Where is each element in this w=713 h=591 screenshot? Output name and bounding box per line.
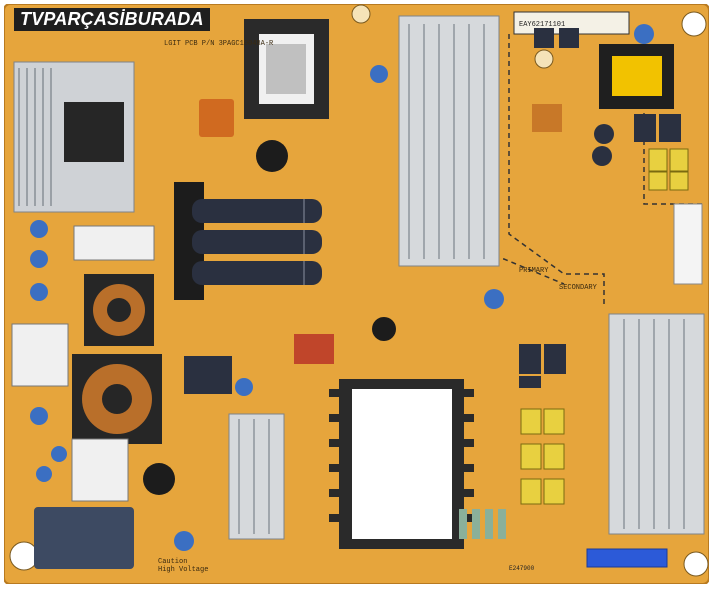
dark-capacitor-top (256, 140, 288, 172)
bridge-rectifier (184, 356, 232, 394)
heatsink-bottom-left (228, 413, 285, 540)
pfc-inductor (244, 19, 329, 119)
capacitor-cluster-top (534, 28, 681, 166)
x-capacitor-top (73, 225, 155, 261)
x-capacitor-bottom (71, 438, 129, 502)
isolation-line (404, 34, 605, 304)
pcb-substrate (4, 4, 709, 584)
y-capacitors (30, 24, 654, 551)
heatsink-right-bottom (608, 313, 705, 535)
output-capacitors-yellow (520, 408, 565, 505)
common-mode-choke-2 (72, 354, 162, 444)
mounting-hole (534, 49, 554, 69)
pcb-part-number: LGIT PCB P/N 3PAGC10048A-R (164, 40, 274, 48)
thermistor (143, 463, 175, 495)
ul-number: E247900 (509, 565, 535, 572)
ac-input-connector (34, 507, 134, 569)
x-capacitor-mid (11, 323, 69, 387)
model-tag: EAY62171101 (519, 21, 565, 29)
caution-label: Caution High Voltage (158, 558, 208, 574)
resistor-array (459, 509, 506, 539)
white-connector (673, 203, 703, 285)
heatsink-left-top (13, 61, 135, 213)
mounting-hole (9, 541, 39, 571)
capacitor-yellow-top (648, 148, 689, 191)
bulk-capacitors (174, 182, 322, 300)
main-transformer (329, 379, 474, 549)
mounting-hole (351, 4, 371, 24)
power-supply-board-photo: LGIT PCB P/N 3PAGC10048A-R PRIMARY SECON… (4, 4, 709, 584)
caution-text: Caution High Voltage (158, 558, 209, 574)
primary-label: PRIMARY (519, 267, 549, 275)
red-film-capacitor (294, 334, 334, 364)
standby-transformer (599, 44, 674, 109)
watermark-text: TVPARÇASİBURADA (14, 8, 210, 31)
heatsink-center-top (398, 15, 500, 267)
orange-film-capacitor-top (532, 104, 562, 132)
mounting-hole (683, 551, 709, 577)
mounting-hole (681, 11, 707, 37)
common-mode-choke-1 (84, 274, 154, 346)
dark-capacitor-mid (372, 317, 396, 341)
output-capacitors-dark (519, 344, 566, 388)
output-connector (586, 548, 668, 568)
secondary-label: SECONDARY (559, 284, 598, 292)
film-capacitor (199, 99, 234, 137)
